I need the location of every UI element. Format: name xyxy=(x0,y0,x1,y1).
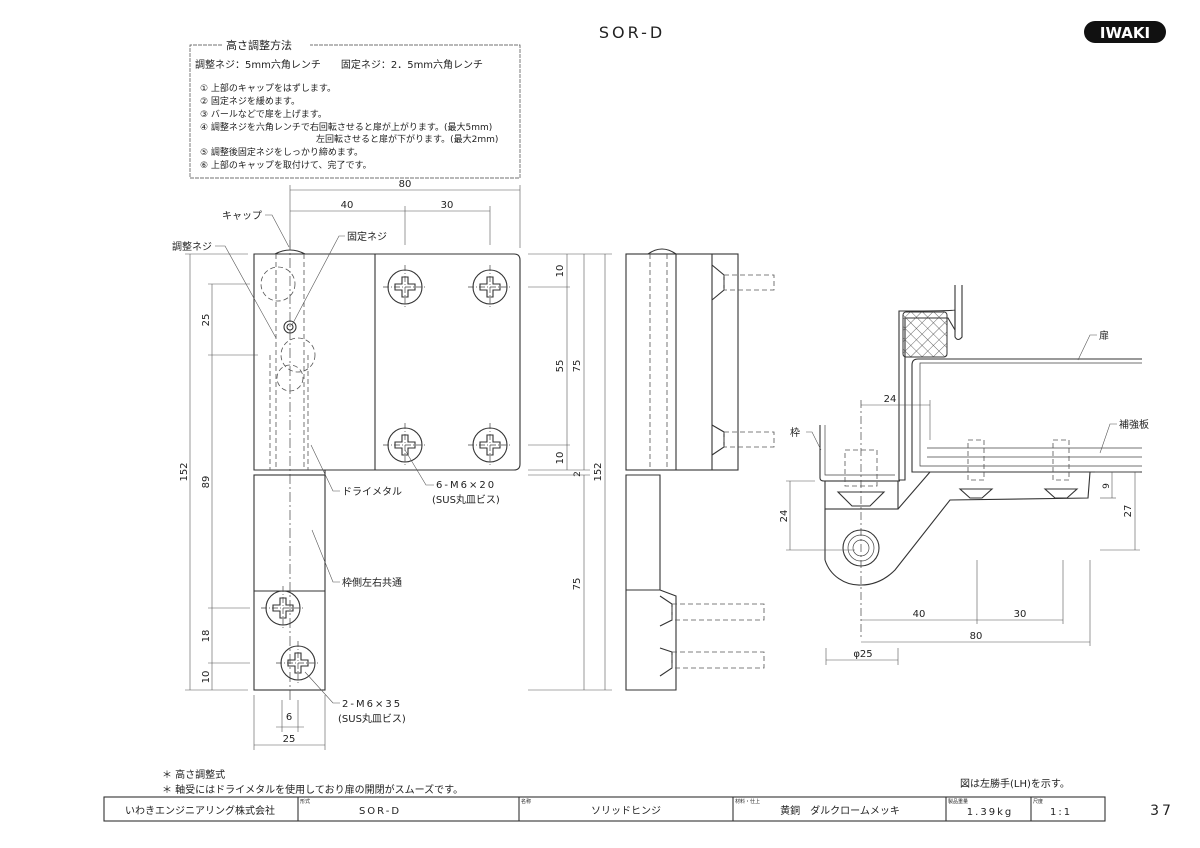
label-adjust-screw: 調整ネジ xyxy=(172,240,212,253)
label-frame-common: 枠側左右共通 xyxy=(342,576,402,589)
dim-2: 2 xyxy=(573,471,583,477)
title-block: いわきエンジニアリング株式会社 形式 SOR-D 名称 ソリッドヒンジ 材料・仕… xyxy=(103,796,1106,822)
page-number: 37 xyxy=(1150,803,1174,819)
model-label: 形式 xyxy=(300,798,310,805)
material-label: 材料・仕上 xyxy=(735,798,760,805)
note: ＊ 軸受にはドライメタルを使用しており扉の開閉がスムーズです。 xyxy=(162,783,463,796)
drawing-title: SOR-D xyxy=(599,23,665,42)
dim-30: 30 xyxy=(441,200,454,211)
label-frame: 枠 xyxy=(790,426,800,439)
dim-40-plan: 40 xyxy=(913,609,926,620)
label-cap: キャップ xyxy=(222,210,262,222)
weight-value: 1.39kg xyxy=(967,807,1013,818)
dim-18: 18 xyxy=(201,630,212,643)
instruction-step: ① 上部のキャップをはずします。 xyxy=(200,82,336,94)
weight-label: 製品重量 xyxy=(948,798,968,805)
dim-152-left: 152 xyxy=(179,462,190,481)
label-reinforcement: 補強板 xyxy=(1119,418,1149,431)
dim-24-left: 24 xyxy=(779,510,790,523)
dim-10-right: 10 xyxy=(555,452,566,465)
front-view: キャップ 調整ネジ 固定ネジ ドライメタル 6-M6×20 (SUS丸皿ビス) … xyxy=(172,179,612,750)
plan-view: 扉 枠 補強板 24 24 9 27 40 30 80 φ25 xyxy=(779,285,1149,665)
instruction-step: ⑤ 調整後固定ネジをしっかり締めます。 xyxy=(200,146,363,158)
dim-80-plan: 80 xyxy=(970,631,983,642)
dim-9: 9 xyxy=(1102,483,1112,489)
label-frame-screws: 2-M6×35 xyxy=(342,699,402,710)
instruction-step: ⑥ 上部のキャップを取付けて、完了です。 xyxy=(200,159,372,171)
instruction-step: ② 固定ネジを緩めます。 xyxy=(200,95,300,107)
dim-10: 10 xyxy=(201,671,212,684)
dim-25-bottom: 25 xyxy=(283,734,296,745)
screw-icon xyxy=(275,640,321,686)
dim-40: 40 xyxy=(341,200,354,211)
dim-89: 89 xyxy=(201,476,212,489)
dim-55: 55 xyxy=(555,360,566,373)
scale-value: 1:1 xyxy=(1050,807,1072,818)
dim-10-right: 10 xyxy=(555,265,566,278)
screw-icon xyxy=(382,422,428,468)
dim-25: 25 xyxy=(201,314,212,327)
dim-152-right: 152 xyxy=(593,462,604,481)
dim-24-top: 24 xyxy=(884,394,897,405)
name-label: 名称 xyxy=(521,798,531,805)
label-fix-screw: 固定ネジ xyxy=(347,230,387,243)
note: ＊ 高さ調整式 xyxy=(162,768,225,781)
material-value: 黄銅 ダルクロームメッキ xyxy=(780,804,900,817)
instruction-tools: 調整ネジ：5mm六角レンチ 固定ネジ：2．5mm六角レンチ xyxy=(195,58,483,71)
iwaki-logo: IWAKI xyxy=(1084,21,1166,43)
screw-icon xyxy=(382,264,428,310)
instruction-step: 左回転させると扉が下がります。(最大2mm) xyxy=(316,133,498,145)
hand-note: 図は左勝手(LH)を示す。 xyxy=(960,777,1070,790)
dim-75-upper: 75 xyxy=(572,360,583,373)
label-dry-metal: ドライメタル xyxy=(342,486,402,498)
screw-icon xyxy=(260,585,306,631)
dim-27: 27 xyxy=(1123,505,1134,518)
dim-75-lower: 75 xyxy=(572,578,583,591)
instruction-step: ③ バールなどで扉を上げます。 xyxy=(200,108,327,120)
dim-80: 80 xyxy=(399,179,412,190)
side-view xyxy=(625,248,775,691)
screw-icon xyxy=(467,422,513,468)
instruction-box: 高さ調整方法 調整ネジ：5mm六角レンチ 固定ネジ：2．5mm六角レンチ ① 上… xyxy=(189,38,521,179)
model-value: SOR-D xyxy=(359,806,401,817)
label-door-screws-spec: (SUS丸皿ビス) xyxy=(432,493,500,506)
label-door: 扉 xyxy=(1099,329,1109,342)
dim-phi25: φ25 xyxy=(853,649,872,660)
screw-icon xyxy=(467,264,513,310)
instruction-step: ④ 調整ネジを六角レンチで右回転させると扉が上がります。(最大5mm) xyxy=(200,121,492,133)
instruction-title: 高さ調整方法 xyxy=(226,38,292,52)
label-frame-screws-spec: (SUS丸皿ビス) xyxy=(338,712,406,725)
label-door-screws: 6-M6×20 xyxy=(436,480,496,491)
dim-6: 6 xyxy=(286,712,292,723)
dim-30-plan: 30 xyxy=(1014,609,1027,620)
product-name: ソリッドヒンジ xyxy=(591,805,661,817)
company-name: いわきエンジニアリング株式会社 xyxy=(125,804,275,817)
brand-logo-text: IWAKI xyxy=(1100,24,1150,42)
scale-label: 尺度 xyxy=(1033,798,1043,805)
